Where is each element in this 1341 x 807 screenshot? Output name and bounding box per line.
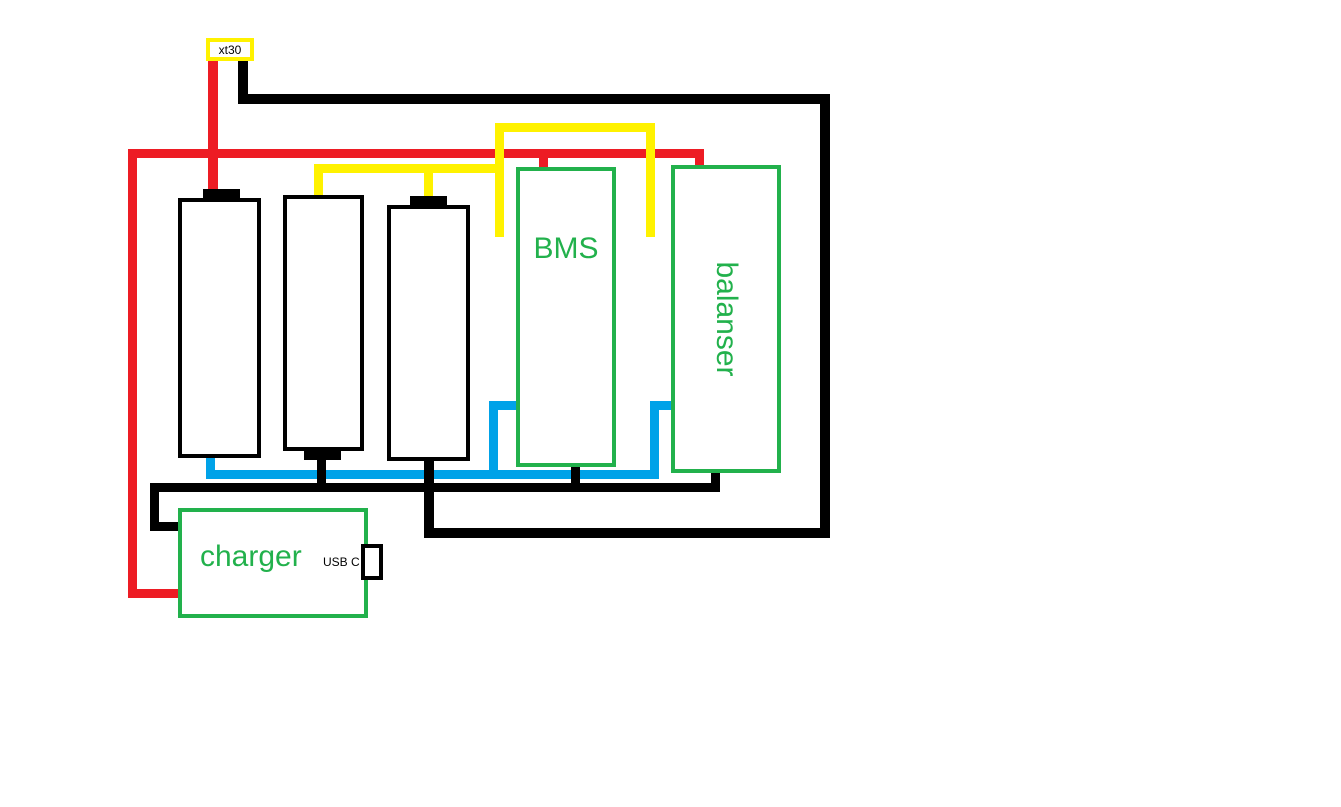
red-wire-to-charger [128,589,182,598]
yellow-wire-left-vertical [495,123,504,237]
black-wire-battery2-vertical [317,455,326,492]
black-wire-xt30-vertical [238,56,248,104]
usb-c-label: USB C [323,555,360,569]
battery-2-bottom-terminal [304,448,341,460]
xt30-connector: xt30 [206,38,254,61]
black-wire-bottom-horizontal [424,528,830,538]
blue-wire-balancer-vertical [650,401,659,479]
balancer-box [671,165,781,473]
black-wire-balancer-stub [711,470,720,492]
battery-cell-1 [178,198,261,458]
balancer-label: balanser [710,261,743,377]
yellow-wire-battery3-vertical [424,164,433,202]
blue-wire-battery1-vertical [206,455,215,479]
battery-cell-2 [283,195,364,451]
xt30-label: xt30 [218,42,242,57]
yellow-wire-mid-horizontal [314,164,504,173]
black-wire-top-horizontal [238,94,830,104]
yellow-wire-right-vertical [646,123,655,237]
red-wire-to-balancer [695,149,704,169]
black-wire-bms-stub [571,464,580,492]
usb-c-port [361,544,383,580]
blue-wire-bms-horizontal [489,401,520,410]
red-wire-to-bms [539,149,548,171]
red-wire-xt30-to-battery1 [208,56,218,196]
bms-box [516,167,616,467]
black-wire-right-vertical [820,94,830,538]
battery-cell-3 [387,205,470,461]
red-wire-left-vertical [128,149,137,598]
blue-wire-balancer-horizontal [650,401,676,410]
yellow-wire-battery2-vertical [314,164,323,197]
red-wire-main-horizontal [128,149,704,158]
black-wire-mid-horizontal [150,483,720,492]
black-wire-charger-vertical [150,483,159,531]
battery-3-top-terminal [410,196,447,207]
black-wire-charger-horizontal [150,522,182,531]
blue-wire-bms-vertical [489,401,498,479]
bms-label: BMS [533,232,599,265]
battery-1-top-terminal [203,189,240,200]
charger-label: charger [200,540,302,573]
black-wire-battery3-vertical [424,458,434,538]
yellow-wire-top-horizontal [495,123,655,132]
